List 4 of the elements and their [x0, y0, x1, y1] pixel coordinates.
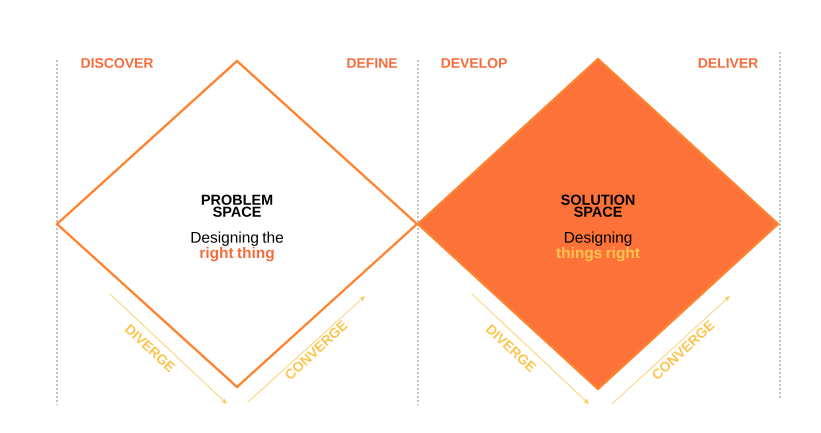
phase-label: DELIVER [698, 58, 758, 68]
phase-label: DISCOVER [82, 58, 154, 68]
phase-label: DEFINE [347, 58, 398, 68]
phase-label: DEVELOP [442, 58, 507, 68]
